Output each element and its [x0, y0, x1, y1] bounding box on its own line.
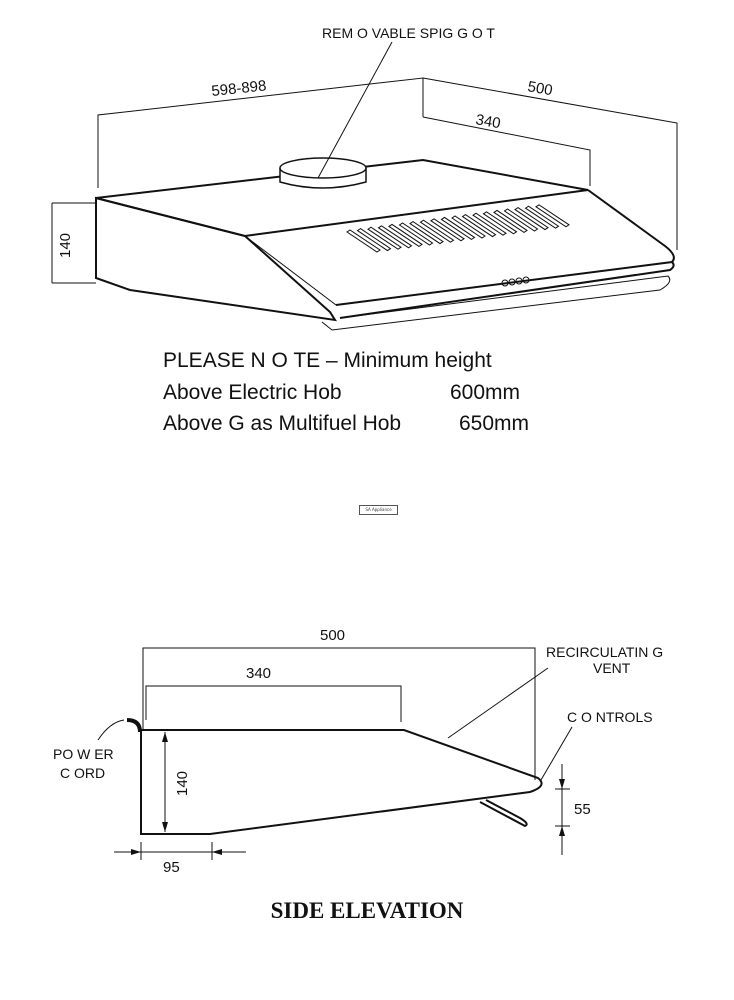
note-line-gas: Above G as Multifuel Hob 650mm [163, 411, 583, 437]
side-height-dimension [162, 732, 168, 832]
vent-slot [503, 208, 539, 232]
vent-slot [482, 211, 518, 235]
hood-filter-tray [321, 275, 671, 331]
electric-hob-label: Above Electric Hob [163, 381, 342, 404]
side-depth-dimension-line [142, 647, 536, 780]
controls-label: C O NTROLS [567, 709, 653, 725]
depth-label: 500 [526, 78, 554, 99]
hood-front-edge [335, 189, 675, 306]
side-filter-tray [479, 799, 528, 828]
width-label: 598-898 [211, 77, 268, 100]
power-cord-icon [126, 718, 142, 733]
side-front-height-label: 55 [574, 801, 591, 818]
vent-slot [514, 206, 549, 231]
side-rear-label: 95 [163, 859, 180, 876]
height-label: 140 [57, 233, 74, 258]
side-elevation-title: SIDE ELEVATION [270, 898, 464, 923]
vent-slot [440, 216, 476, 241]
side-inner-depth-label: 340 [246, 665, 271, 682]
vent-slot [367, 226, 402, 250]
width-dimension-line [97, 77, 424, 188]
vent-slot [535, 204, 570, 228]
spigot-label: REM O VABLE SPIG G O T [322, 25, 495, 41]
vent-slot [461, 213, 497, 238]
vent-slot [398, 222, 434, 246]
vent-label-line2: VENT [593, 660, 631, 676]
vent-slot [419, 219, 455, 243]
inner-depth-dimension-line [422, 116, 591, 186]
hood-slope-edge [244, 235, 337, 306]
side-depth-label: 500 [320, 627, 345, 644]
inner-depth-label: 340 [474, 111, 502, 132]
vent-slot [356, 227, 392, 252]
height-dimension-line [51, 202, 96, 284]
note-line-1: PLEASE N O TE – Minimum height [163, 348, 583, 374]
electric-hob-value: 600mm [450, 381, 521, 404]
hood-front-base [339, 261, 675, 319]
control-knob-icon [522, 276, 530, 284]
vent-leader-line [447, 667, 549, 739]
cord-label-line1: PO W ER [53, 746, 114, 762]
note-line-electric: Above Electric Hob 600mm [163, 380, 583, 406]
spigot-leader-line [317, 41, 393, 179]
hood-left-side [95, 196, 337, 322]
vent-slot [451, 215, 486, 239]
control-knob-icon [508, 278, 516, 286]
vent-slot [524, 205, 560, 229]
control-knobs [501, 276, 530, 287]
vent-label-line1: RECIRCULATIN G [546, 644, 663, 660]
vent-slot [346, 229, 381, 253]
removable-spigot [279, 157, 367, 189]
cord-leader-line [97, 719, 125, 741]
side-rear-dimension [114, 842, 246, 860]
side-elevation-view: 500 340 140 55 95 RECIRCULATIN G VENT C … [53, 627, 663, 876]
side-hood-profile [140, 729, 543, 835]
cord-label-line2: C ORD [60, 765, 105, 781]
vent-slots [346, 204, 570, 253]
side-height-label: 140 [174, 771, 191, 796]
controls-leader-line [540, 726, 573, 781]
depth-dimension-line [422, 77, 678, 250]
vent-slot [409, 220, 444, 245]
brand-logo: SA Appliance [359, 505, 398, 515]
vent-slot [388, 223, 423, 248]
vent-slot [430, 218, 465, 242]
vent-slot [472, 212, 507, 236]
note-heading: PLEASE N O TE – Minimum height [163, 349, 492, 372]
control-knob-icon [515, 277, 523, 285]
gas-hob-label: Above G as Multifuel Hob [163, 412, 402, 435]
vent-slot [377, 225, 413, 249]
vent-slot [493, 209, 528, 234]
control-knob-icon [501, 279, 509, 287]
hood-3d-view: REM O VABLE SPIG G O T 598-898 500 340 1… [51, 25, 678, 331]
gas-hob-value: 650mm [459, 412, 530, 435]
side-front-height-dimension [555, 764, 570, 855]
side-inner-depth-dimension-line [145, 685, 402, 722]
